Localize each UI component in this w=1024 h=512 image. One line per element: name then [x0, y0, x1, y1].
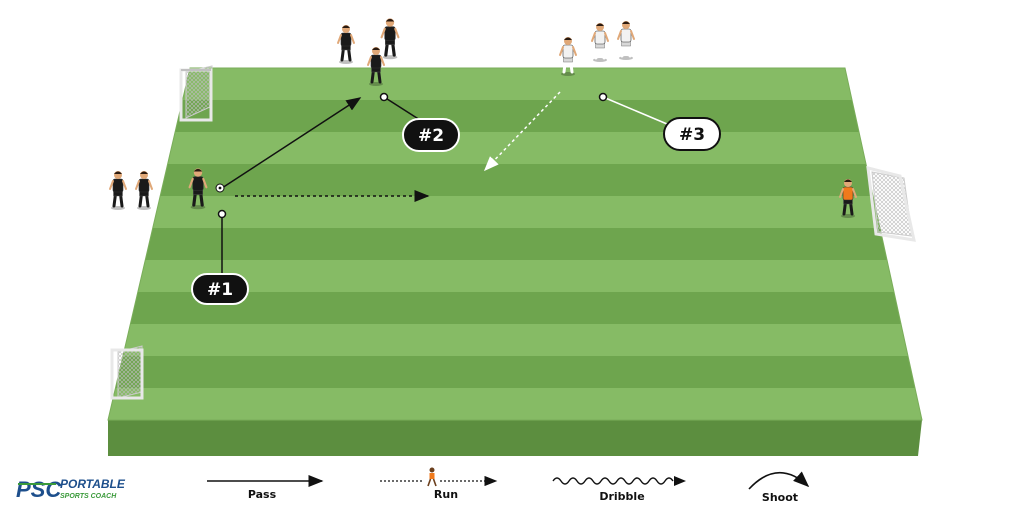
- black-player: [188, 168, 208, 210]
- black-player: [135, 171, 153, 210]
- pass-arrow: [221, 97, 362, 189]
- white-player: [559, 37, 577, 76]
- black-player: [337, 25, 355, 64]
- legend-runner-icon: [427, 467, 437, 487]
- goal-top-left: [179, 65, 213, 122]
- legend-pass: Pass: [207, 475, 324, 501]
- legend-shoot-label: Shoot: [762, 491, 798, 504]
- legend-pass-label: Pass: [248, 488, 277, 501]
- pitch-stripe: [175, 100, 859, 132]
- goal-right: [866, 166, 916, 242]
- black-player: [367, 47, 385, 86]
- legend-dribble: Dribble: [552, 476, 686, 503]
- legend-run-label: Run: [434, 488, 458, 501]
- legend-shoot: Shoot: [748, 471, 810, 504]
- label-3-text: #3: [679, 125, 705, 145]
- white-player: [617, 21, 635, 60]
- pitch-stripe: [160, 164, 873, 196]
- label-1-text: #1: [207, 280, 233, 300]
- pitch-outline: [107, 67, 923, 421]
- pitch: [107, 67, 923, 456]
- legend: Pass Run Dribble Shoot: [207, 467, 810, 504]
- players: [109, 18, 857, 218]
- black-player: [380, 18, 400, 60]
- label-1: #1: [191, 209, 249, 305]
- goal-bottom-left: [110, 345, 144, 400]
- defender-run-arrow: [483, 91, 561, 172]
- pitch-stripe: [145, 228, 888, 260]
- label-3: #3: [598, 92, 721, 151]
- label-2-text: #2: [418, 126, 444, 146]
- pitch-stripe: [115, 356, 916, 388]
- pitch-side: [108, 420, 922, 456]
- ball: [215, 183, 225, 193]
- black-player: [109, 171, 127, 210]
- logo: PSC PORTABLE SPORTS COACH: [16, 477, 126, 502]
- white-player: [591, 23, 609, 62]
- label-2: #2: [379, 92, 460, 152]
- logo-subtitle: SPORTS COACH: [60, 493, 117, 500]
- logo-mark: PSC: [16, 477, 62, 502]
- legend-run: Run: [380, 467, 498, 501]
- legend-dribble-label: Dribble: [599, 490, 644, 503]
- pitch-stripe: [130, 292, 901, 324]
- goalkeeper: [839, 179, 857, 218]
- logo-title: PORTABLE: [60, 477, 126, 491]
